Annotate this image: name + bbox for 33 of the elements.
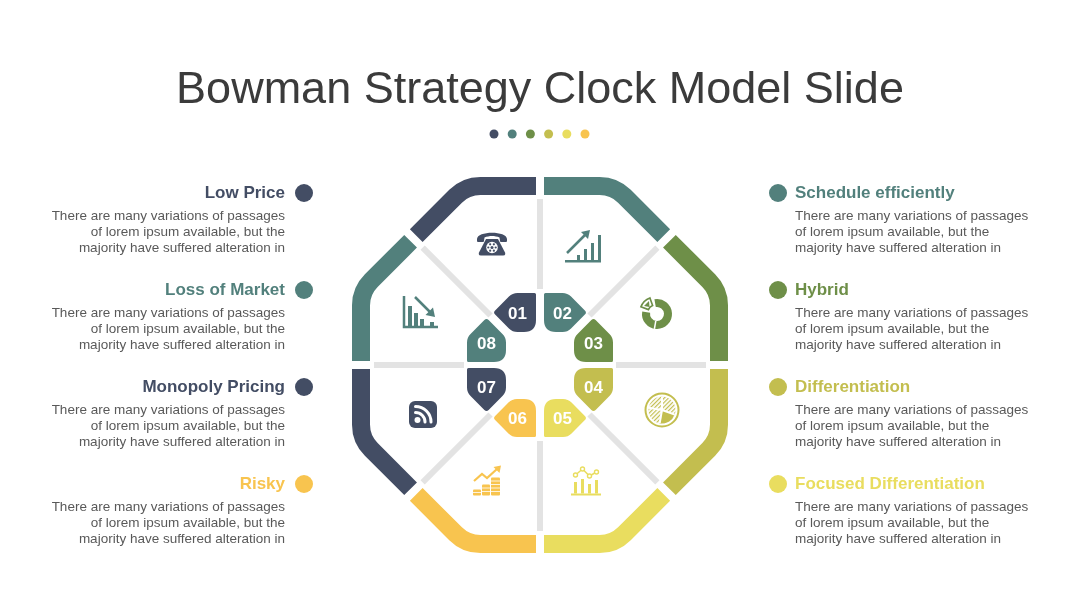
- step-number: 02: [553, 304, 572, 321]
- step-number: 03: [584, 334, 603, 352]
- item-heading: Hybrid: [795, 279, 849, 301]
- item-heading: Schedule efficiently: [795, 182, 955, 204]
- item-heading: Monopoly Pricing: [142, 376, 285, 398]
- item-description: There are many variations of passages of lorem ipsum available, but the majority have suffered alteration in: [795, 305, 1030, 353]
- item-description: There are many variations of passages of lorem ipsum available, but the majority have suffered alteration in: [50, 208, 285, 256]
- number-tab: [467, 318, 506, 362]
- item-heading: Focused Differentiation: [795, 473, 985, 495]
- number-tab: [467, 368, 506, 412]
- step-number: 04: [584, 378, 603, 396]
- number-tab: [544, 293, 587, 332]
- item-description: There are many variations of passages of lorem ipsum available, but the majority have suffered alteration in: [50, 305, 285, 353]
- number-tab: [493, 293, 536, 332]
- number-tab: [493, 399, 536, 437]
- item-description: There are many variations of passages of lorem ipsum available, but the majority have suffered alteration in: [795, 208, 1030, 256]
- item-heading: Loss of Market: [165, 279, 285, 301]
- item-heading: Differentiation: [795, 376, 911, 398]
- step-number: 08: [477, 334, 496, 352]
- step-number: 01: [508, 304, 527, 321]
- number-tab: [574, 318, 613, 362]
- item-description: There are many variations of passages of lorem ipsum available, but the majority have suffered alteration in: [795, 402, 1030, 450]
- number-tab: [574, 368, 613, 412]
- item-heading: Risky: [239, 473, 285, 495]
- step-number: 06: [508, 409, 527, 427]
- item-description: There are many variations of passages of lorem ipsum available, but the majority have suffered alteration in: [795, 499, 1030, 547]
- number-tab: [544, 399, 587, 437]
- step-number: 05: [553, 409, 572, 427]
- slide-title: Bowman Strategy Clock Model Slide: [176, 62, 904, 114]
- item-description: There are many variations of passages of lorem ipsum available, but the majority have suffered alteration in: [50, 499, 285, 547]
- item-description: There are many variations of passages of lorem ipsum available, but the majority have suffered alteration in: [50, 402, 285, 450]
- item-heading: Low Price: [204, 182, 285, 204]
- step-number: 07: [477, 378, 496, 396]
